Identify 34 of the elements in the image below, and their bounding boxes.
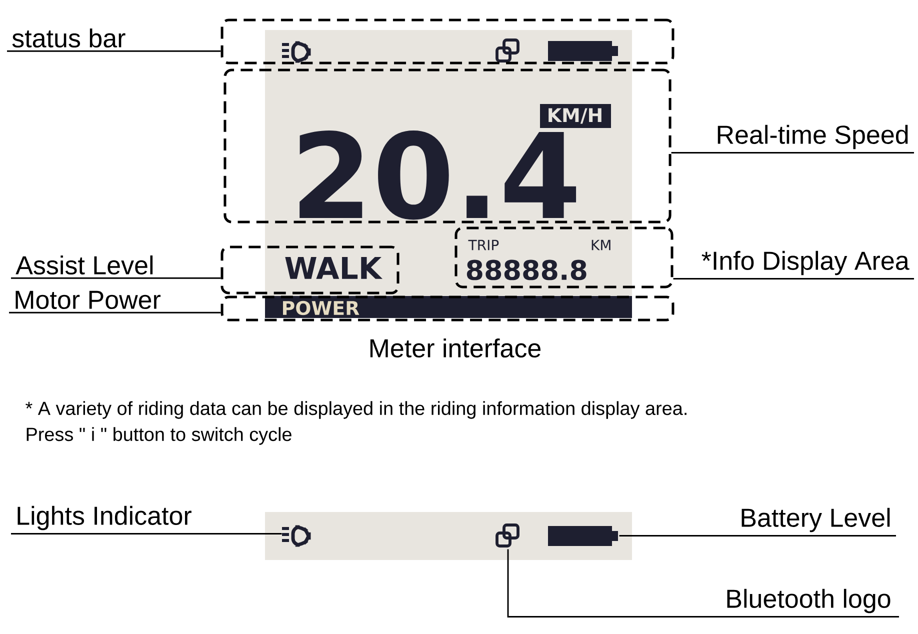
- callout-label: Lights Indicator: [18, 506, 192, 530]
- callout-label: status bar: [12, 28, 126, 48]
- callout-label: Real-time Speed: [718, 124, 908, 150]
- trip-readout: 88888.8: [466, 260, 586, 280]
- leader-line: [7, 50, 221, 52]
- note-text: Press " i " button to switch cycle: [26, 427, 292, 445]
- note-text: * A variety of riding data can be displayed in the riding information display area.: [26, 401, 686, 419]
- leader-line: [671, 152, 914, 154]
- callout-label: Battery Level: [742, 508, 890, 532]
- leader-line: [507, 549, 899, 618]
- leader-line: [11, 277, 221, 279]
- battery-icon: [548, 526, 618, 546]
- callout-label: Motor Power: [16, 290, 160, 310]
- display-text: KM: [592, 240, 610, 250]
- mode-readout: WALK: [285, 257, 383, 279]
- figure-caption: Meter interface: [370, 338, 540, 358]
- callout-label: *Info Display Area: [702, 250, 910, 276]
- leader-line: [619, 534, 896, 536]
- display-text: TRIP: [468, 240, 499, 250]
- headlight-icon: [282, 525, 311, 547]
- leader-line: [11, 532, 282, 534]
- unit-badge: KM/H: [540, 104, 611, 128]
- dashed-frame: [224, 68, 672, 224]
- link-icon: [496, 524, 520, 548]
- callout-label: Bluetooth logo: [727, 588, 890, 614]
- leader-line: [9, 312, 221, 314]
- speed-readout: 20.4: [300, 130, 576, 220]
- dashed-frame: [454, 226, 674, 288]
- display-text: POWER: [283, 300, 360, 316]
- callout-label: Assist Level: [16, 255, 153, 275]
- leader-line: [673, 278, 914, 280]
- dashed-frame: [220, 296, 674, 322]
- dashed-frame: [220, 246, 400, 294]
- dashed-frame: [220, 18, 674, 64]
